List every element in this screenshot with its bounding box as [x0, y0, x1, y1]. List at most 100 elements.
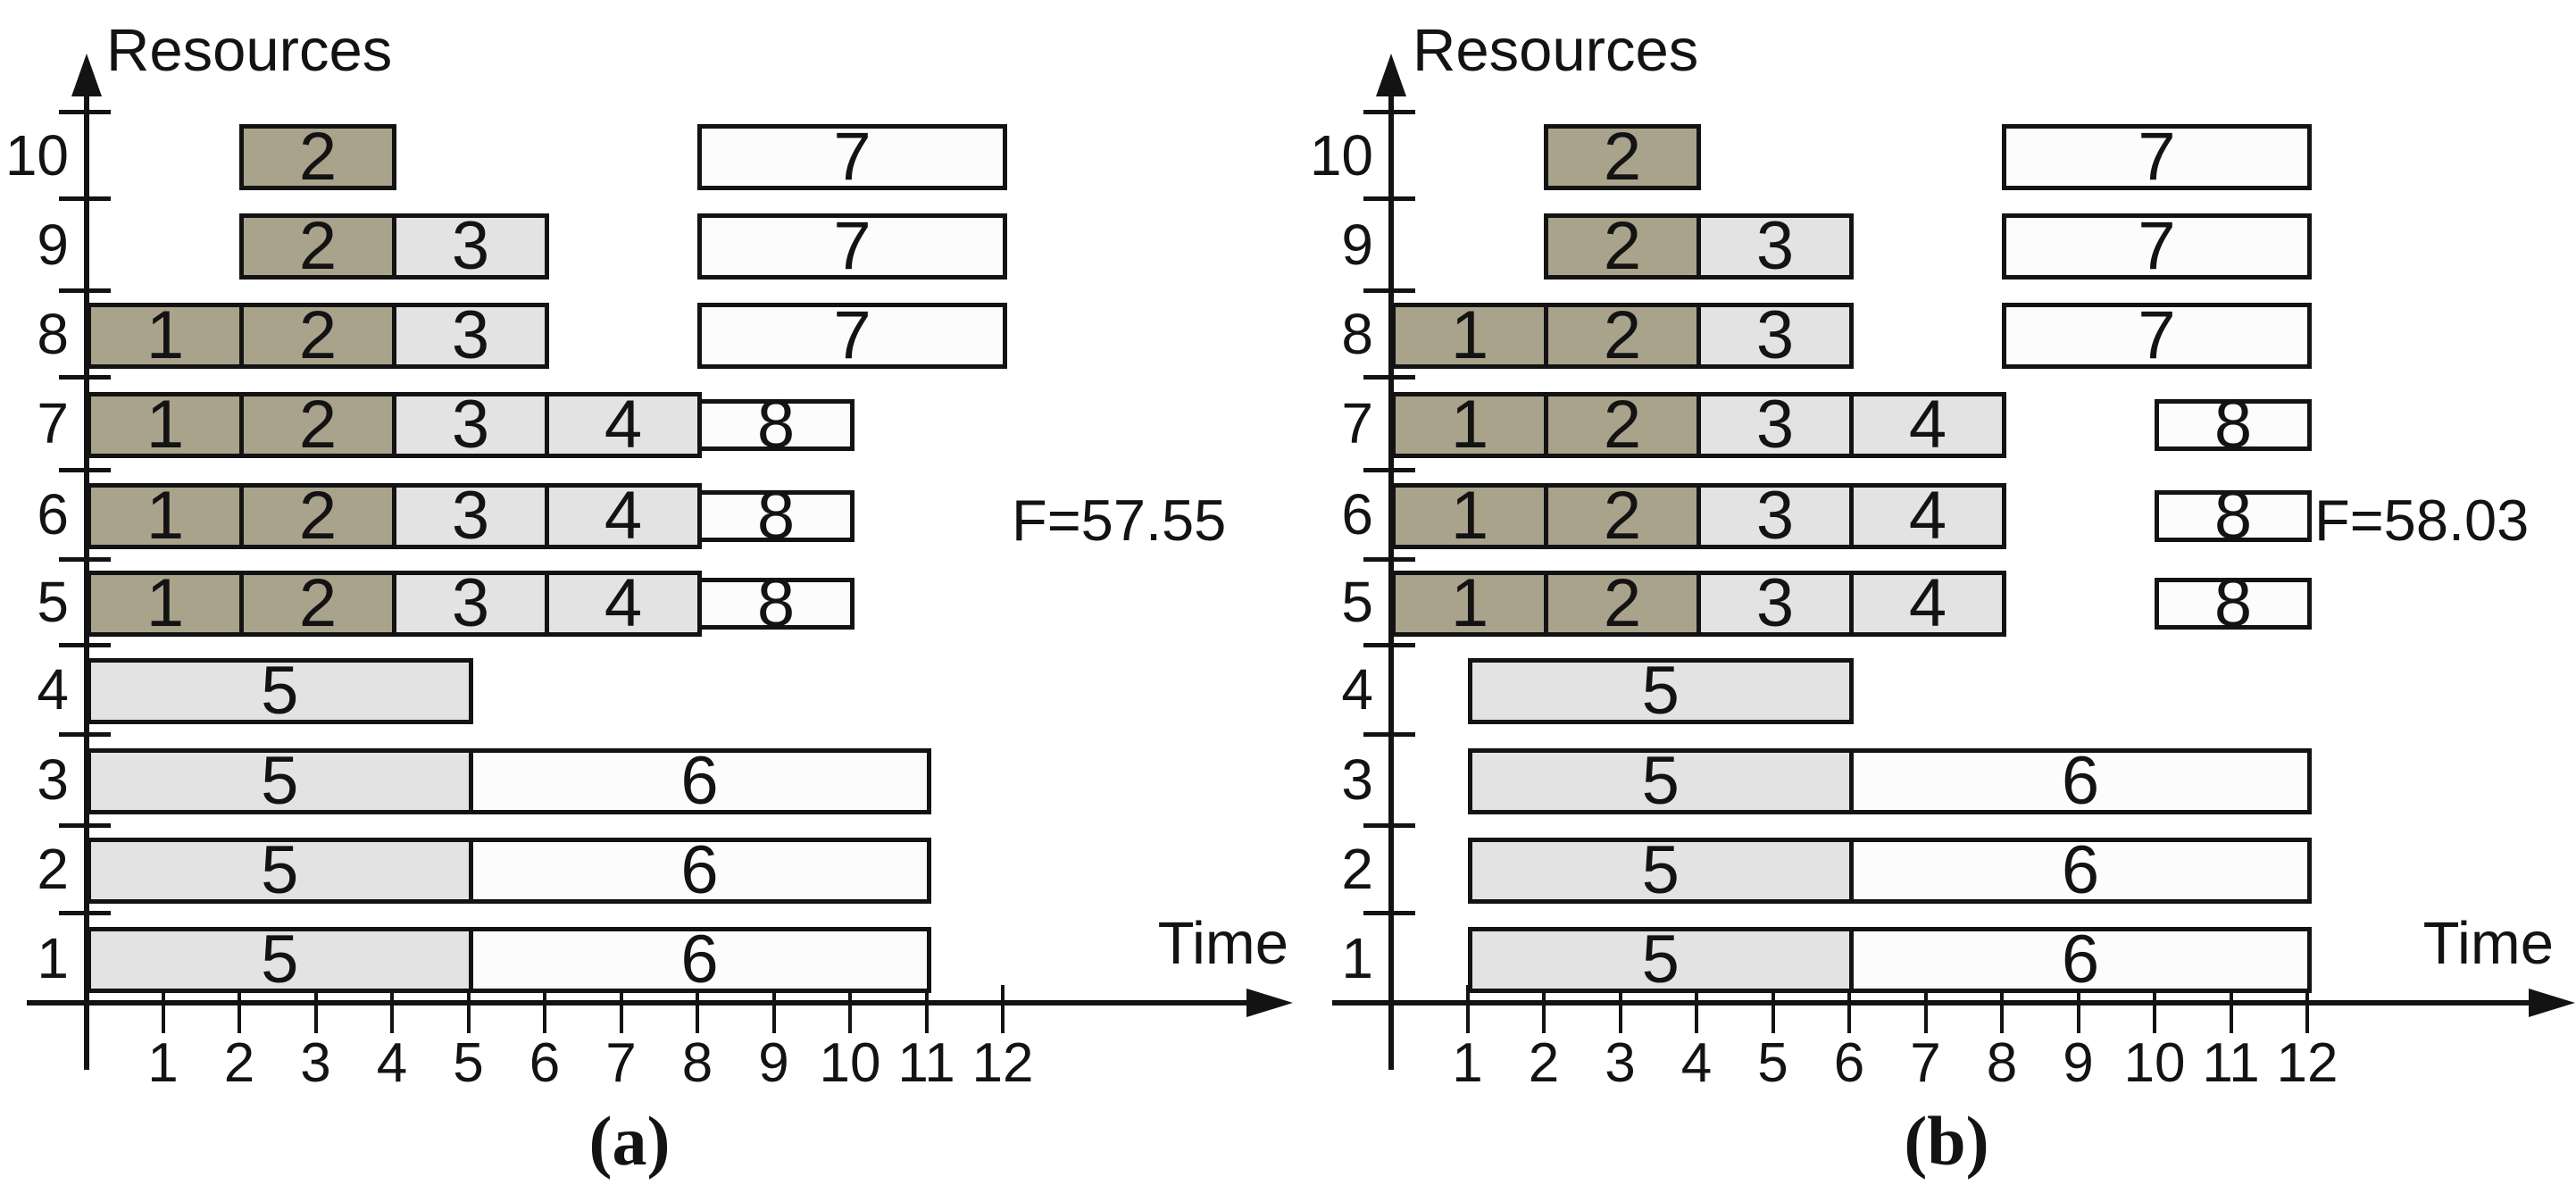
x-tick-label-10: 10 [2123, 1032, 2186, 1094]
y-tick-label-resource-7: 7 [37, 391, 69, 455]
task-bar-3-resource-6: 3 [392, 482, 549, 550]
x-tick-label-6: 6 [529, 1032, 561, 1094]
y-tick-label-resource-5: 5 [1341, 570, 1373, 634]
x-axis-tick [1847, 985, 1851, 1033]
x-axis-tick [161, 985, 165, 1033]
task-bar-5-resource-2: 5 [1467, 837, 1854, 905]
x-tick-label-5: 5 [453, 1032, 484, 1094]
x-axis-arrowhead [2529, 989, 2575, 1017]
y-tick-label-resource-2: 2 [1341, 837, 1373, 901]
task-bar-7-resource-9: 7 [697, 212, 1007, 280]
task-bar-5-resource-4: 5 [1467, 657, 1854, 725]
y-axis-title: Resources [1413, 17, 1699, 84]
y-axis-tick [1363, 557, 1415, 562]
task-bar-5-resource-4: 5 [87, 657, 473, 725]
x-tick-label-2: 2 [223, 1032, 255, 1094]
fitness-value-a: F=57.55 [1012, 488, 1227, 553]
task-bar-6-resource-3: 6 [1849, 747, 2312, 815]
x-axis-tick [1771, 985, 1775, 1033]
x-axis-tick [696, 985, 699, 1033]
task-bar-2-resource-10: 2 [1544, 122, 1701, 190]
x-tick-label-3: 3 [1605, 1032, 1636, 1094]
task-bar-3-resource-7: 3 [392, 391, 549, 459]
x-axis-tick [619, 985, 623, 1033]
y-tick-label-resource-6: 6 [1341, 482, 1373, 547]
x-tick-label-9: 9 [2063, 1032, 2094, 1094]
x-tick-label-8: 8 [1986, 1032, 2018, 1094]
x-tick-label-10: 10 [819, 1032, 881, 1094]
y-tick-label-resource-1: 1 [37, 925, 69, 990]
task-bar-1-resource-5: 1 [1391, 570, 1548, 638]
task-bar-1-resource-6: 1 [1391, 482, 1548, 550]
x-tick-label-4: 4 [1680, 1032, 1713, 1094]
task-bar-1-resource-6: 1 [87, 482, 244, 550]
x-axis-tick [1465, 985, 1470, 1033]
task-bar-2-resource-6: 2 [1544, 482, 1701, 550]
task-bar-3-resource-8: 3 [392, 301, 549, 369]
task-bar-8-resource-7: 8 [697, 391, 854, 459]
task-bar-6-resource-2: 6 [468, 837, 931, 905]
task-bar-4-resource-6: 4 [1849, 482, 2006, 550]
y-axis-tick [59, 557, 111, 562]
task-bar-7-resource-8: 7 [2002, 301, 2312, 369]
y-axis-tick [1363, 468, 1415, 472]
x-axis-tick [390, 985, 394, 1033]
task-bar-4-resource-5: 4 [1849, 570, 2006, 638]
y-axis-tick [59, 375, 111, 380]
x-tick-label-7: 7 [605, 1032, 637, 1094]
task-bar-2-resource-7: 2 [1544, 391, 1701, 459]
y-tick-label-resource-8: 8 [1341, 301, 1373, 366]
y-tick-label-resource-6: 6 [37, 482, 69, 547]
task-bar-7-resource-10: 7 [2002, 122, 2312, 190]
task-bar-1-resource-8: 1 [1391, 301, 1548, 369]
task-bar-4-resource-7: 4 [1849, 391, 2006, 459]
x-axis-tick [2229, 985, 2233, 1033]
x-axis-tick [848, 985, 852, 1033]
x-tick-label-3: 3 [300, 1032, 331, 1094]
task-bar-3-resource-8: 3 [1696, 301, 1854, 369]
y-tick-label-resource-5: 5 [37, 570, 69, 634]
task-bar-5-resource-3: 5 [1467, 747, 1854, 815]
x-tick-label-12: 12 [971, 1032, 1034, 1094]
task-bar-1-resource-7: 1 [1391, 391, 1548, 459]
task-bar-5-resource-3: 5 [87, 747, 473, 815]
y-axis-tick [1363, 643, 1415, 647]
x-axis-line [1332, 1000, 2536, 1006]
task-bar-3-resource-7: 3 [1696, 391, 1854, 459]
task-bar-2-resource-8: 2 [239, 301, 396, 369]
task-bar-2-resource-7: 2 [239, 391, 396, 459]
task-bar-3-resource-5: 3 [1696, 570, 1854, 638]
task-bar-5-resource-1: 5 [1467, 925, 1854, 993]
x-axis-tick [2305, 985, 2309, 1033]
x-tick-label-11: 11 [2202, 1032, 2260, 1094]
x-tick-label-6: 6 [1833, 1032, 1865, 1094]
y-axis-tick [59, 911, 111, 915]
y-tick-label-resource-4: 4 [1341, 657, 1373, 722]
task-bar-7-resource-9: 7 [2002, 212, 2312, 280]
y-axis-tick [59, 823, 111, 828]
x-axis-tick [2000, 985, 2004, 1033]
y-tick-label-resource-9: 9 [37, 212, 69, 277]
task-bar-6-resource-1: 6 [468, 925, 931, 993]
x-tick-label-7: 7 [1910, 1032, 1941, 1094]
x-axis-tick [313, 985, 318, 1033]
x-axis-tick [466, 985, 471, 1033]
subfigure-caption-a: (a) [588, 1102, 671, 1180]
x-tick-label-1: 1 [147, 1032, 179, 1094]
task-bar-3-resource-9: 3 [392, 212, 549, 280]
y-axis-tick [1363, 196, 1415, 201]
task-bar-2-resource-8: 2 [1544, 301, 1701, 369]
y-axis-tick [1363, 911, 1415, 915]
task-bar-8-resource-6: 8 [2155, 482, 2312, 550]
y-tick-label-resource-3: 3 [37, 747, 69, 812]
task-bar-8-resource-6: 8 [697, 482, 854, 550]
y-tick-label-resource-3: 3 [1341, 747, 1373, 812]
x-axis-tick [2076, 985, 2080, 1033]
y-axis-tick [1363, 288, 1415, 293]
task-bar-7-resource-8: 7 [697, 301, 1007, 369]
task-bar-6-resource-1: 6 [1849, 925, 2312, 993]
y-axis-tick [59, 643, 111, 647]
y-tick-label-resource-4: 4 [37, 657, 69, 722]
task-bar-4-resource-7: 4 [545, 391, 702, 459]
